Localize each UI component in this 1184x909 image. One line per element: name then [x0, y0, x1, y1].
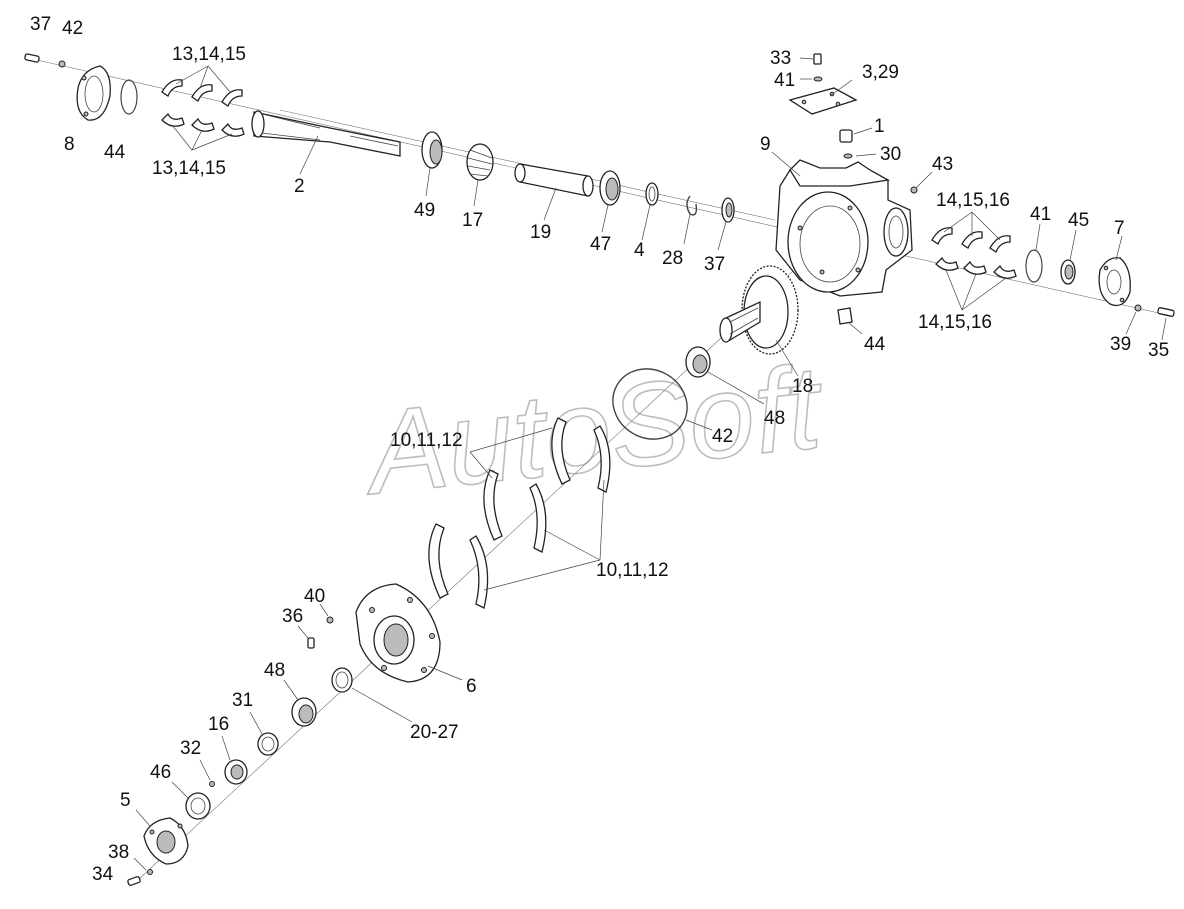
cover-5 [135, 809, 189, 865]
label-14-15-16-top: 14,15,16 [936, 190, 1010, 211]
pin-37 [24, 53, 40, 63]
label-6-flange: 6 [466, 676, 477, 697]
label-41-o-ring: 41 [1030, 204, 1051, 225]
plug-43 [910, 171, 933, 194]
bearing-49 [421, 131, 443, 197]
label-7-cover: 7 [1114, 218, 1125, 239]
label-45-bearing: 45 [1068, 210, 1089, 231]
label-9-housing: 9 [760, 134, 771, 155]
label-16-nut: 16 [208, 714, 229, 735]
label-35-bolt: 35 [1148, 340, 1169, 361]
washer-39 [1125, 304, 1142, 335]
label-17-gear: 17 [462, 210, 483, 231]
label-20-27-ring: 20-27 [410, 722, 459, 743]
label-37-ring: 37 [704, 254, 725, 275]
bolt-34 [127, 876, 141, 886]
washer-41-top [800, 76, 823, 82]
label-18-ring-gear: 18 [792, 376, 813, 397]
label-30-washer: 30 [880, 144, 901, 165]
label-33-screw: 33 [770, 48, 791, 69]
bearing-48-lower [283, 679, 317, 727]
label-42-washer: 42 [62, 18, 83, 39]
label-13-14-15-top: 13,14,15 [172, 44, 246, 65]
label-46-seal: 46 [150, 762, 171, 783]
label-42-o-ring: 42 [712, 426, 733, 447]
label-48-bearing-upper: 48 [764, 408, 785, 429]
cover-7 [1098, 235, 1131, 307]
snap-ring-28 [683, 195, 698, 245]
o-ring-42 [612, 368, 713, 440]
shaft-2 [251, 110, 401, 175]
label-38-washer: 38 [108, 842, 129, 863]
seal-47 [599, 170, 621, 233]
ring-37 [717, 197, 735, 251]
nut-40 [319, 603, 334, 624]
screw-33 [799, 53, 822, 65]
label-10-11-12-bottom: 10,11,12 [596, 560, 669, 581]
cover-8 [76, 65, 111, 121]
cover-plate-3-29 [788, 79, 858, 115]
label-19-sleeve: 19 [530, 222, 551, 243]
nut-16 [221, 735, 248, 785]
ring-gear-18 [719, 265, 799, 377]
label-34-bolt: 34 [92, 864, 114, 885]
label-40-nut: 40 [304, 586, 325, 607]
label-47-seal: 47 [590, 234, 611, 255]
label-44-drain-plug: 44 [864, 334, 886, 355]
label-36-bolt: 36 [282, 606, 303, 627]
bearing-45 [1060, 229, 1077, 285]
label-39-washer: 39 [1110, 334, 1131, 355]
label-28-snap-ring: 28 [662, 248, 683, 269]
pinion-gear-17 [466, 143, 494, 207]
friction-discs-10-11-12 [428, 417, 611, 609]
ring-20-27 [331, 667, 413, 723]
label-32-pin: 32 [180, 738, 201, 759]
shims-14-15-16 [931, 211, 1017, 311]
label-49-bearing: 49 [414, 200, 435, 221]
o-ring-41 [1025, 223, 1043, 283]
washer-42 [58, 60, 66, 68]
label-48-bearing-lower: 48 [264, 660, 285, 681]
ring-31 [249, 711, 279, 756]
label-1-plug: 1 [874, 116, 885, 137]
drain-plug-44 [837, 307, 863, 335]
o-ring-44 [120, 79, 138, 115]
ring-4 [641, 182, 659, 241]
callout-labels: 37 42 8 44 13,14,15 13,14,15 2 49 17 19 … [30, 14, 1169, 885]
sleeve-19 [514, 163, 594, 221]
label-8-cover: 8 [64, 134, 75, 155]
flange-6 [355, 583, 463, 683]
label-4-ring: 4 [634, 240, 645, 261]
washer-38 [133, 857, 153, 875]
label-13-14-15-bottom: 13,14,15 [152, 158, 226, 179]
bolt-36 [297, 625, 315, 649]
label-3-29-plate: 3,29 [862, 62, 899, 83]
label-5-cover: 5 [120, 790, 131, 811]
label-31-ring: 31 [232, 690, 253, 711]
label-44-o-ring: 44 [104, 142, 126, 163]
label-43-plug: 43 [932, 154, 953, 175]
washer-30 [843, 153, 877, 159]
shims-13-14-15 [161, 65, 245, 151]
bearing-48-upper [685, 346, 765, 405]
housing-9 [771, 151, 913, 297]
bolt-35 [1157, 307, 1175, 341]
label-14-15-16-bottom: 14,15,16 [918, 312, 992, 333]
plug-1 [839, 127, 873, 143]
label-37-pin: 37 [30, 14, 51, 35]
label-10-11-12-top: 10,11,12 [390, 430, 463, 451]
label-41-washer: 41 [774, 70, 795, 91]
label-2-shaft: 2 [294, 176, 305, 197]
pin-32 [199, 759, 215, 787]
seal-46 [171, 781, 211, 820]
